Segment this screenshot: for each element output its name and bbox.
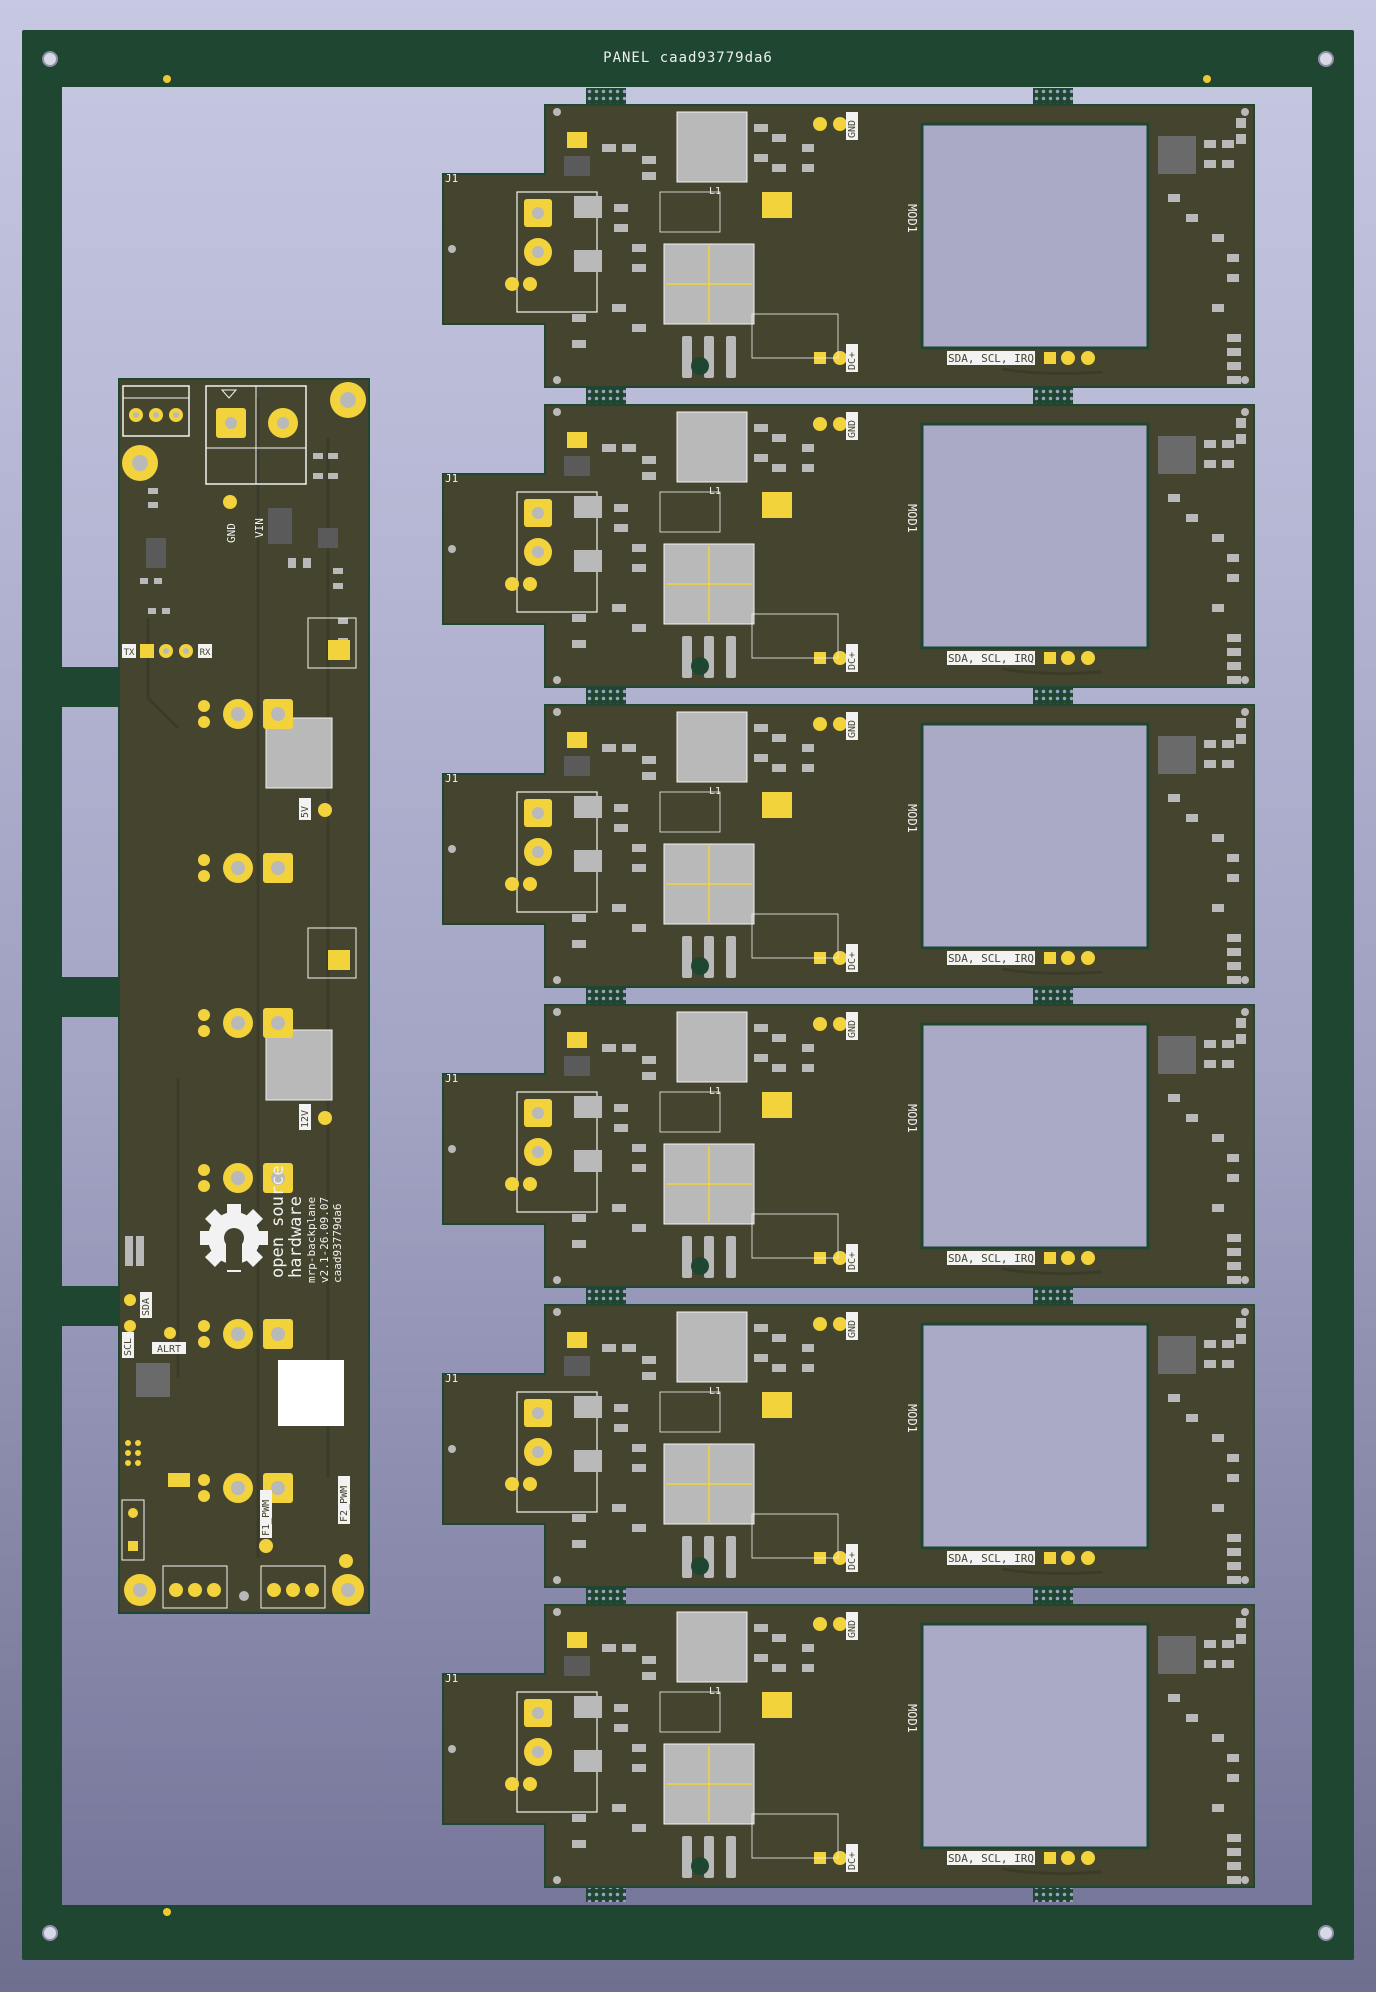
- silk-dc: DC+: [847, 1552, 858, 1570]
- silk-j1: J1: [445, 1372, 458, 1385]
- silk-j1: J1: [445, 472, 458, 485]
- silk-gnd: GND: [847, 420, 858, 438]
- silk-alrt: ALRT: [157, 1344, 181, 1355]
- mouse-bite-tab: [1033, 688, 1073, 706]
- logo-text-2: hardware: [286, 1196, 306, 1278]
- mouse-bite-tab: [586, 988, 626, 1006]
- silk-bus: SDA, SCL, IRQ: [948, 952, 1034, 965]
- backplane-board: TX RX GND VIN 5V 12V: [118, 378, 370, 1614]
- oshw-gear-icon: [200, 1204, 268, 1272]
- silk-l1: L1: [709, 486, 721, 497]
- breakaway-tab: [62, 667, 120, 707]
- silk-gnd: GND: [847, 1320, 858, 1338]
- mounting-hole: [42, 1925, 58, 1941]
- mouse-bite-tab: [586, 88, 626, 106]
- mouse-bite-tab: [1033, 88, 1073, 106]
- breakaway-tab: [62, 1286, 120, 1326]
- silk-vin: VIN: [253, 518, 266, 538]
- silk-scl: SCL: [123, 1338, 134, 1356]
- silk-f1-pwm: F1_PWM: [261, 1500, 272, 1536]
- mounting-hole: [1318, 1925, 1334, 1941]
- silk-mod1: MOD1: [905, 1404, 919, 1433]
- silk-f2-pwm: F2_PWM: [339, 1486, 350, 1522]
- silk-l1: L1: [709, 1386, 721, 1397]
- silk-gnd: GND: [225, 523, 238, 543]
- silk-gnd: GND: [847, 120, 858, 138]
- silk-mod1: MOD1: [905, 1104, 919, 1133]
- board-hash: caad93779da6: [331, 1204, 344, 1283]
- panel-label: PANEL caad93779da6: [603, 50, 773, 66]
- silk-sda: SDA: [141, 1298, 152, 1316]
- module-board: J1 L1: [442, 1304, 1255, 1588]
- module-board: J1 L1: [442, 104, 1255, 388]
- board-name: mrp-backplane: [305, 1197, 318, 1283]
- breakaway-tab: [62, 977, 120, 1017]
- silk-dc: DC+: [847, 1852, 858, 1870]
- silk-mod1: MOD1: [905, 504, 919, 533]
- silk-bus: SDA, SCL, IRQ: [948, 352, 1034, 365]
- mouse-bite-tab: [586, 1884, 626, 1902]
- silk-dc: DC+: [847, 652, 858, 670]
- fiducial: [163, 75, 171, 83]
- silk-j1: J1: [445, 1672, 458, 1685]
- mouse-bite-tab: [586, 1588, 626, 1606]
- module-board: J1 L1: [442, 1004, 1255, 1288]
- silk-l1: L1: [709, 186, 721, 197]
- module-board: J1 L1: [442, 404, 1255, 688]
- silk-dc: DC+: [847, 952, 858, 970]
- silk-5v: 5V: [300, 806, 311, 818]
- silk-j1: J1: [445, 1072, 458, 1085]
- silk-mod1: MOD1: [905, 804, 919, 833]
- mouse-bite-tab: [1033, 1588, 1073, 1606]
- mounting-hole: [42, 51, 58, 67]
- silk-gnd: GND: [847, 1020, 858, 1038]
- module-board: J1 L1: [442, 704, 1255, 988]
- mouse-bite-tab: [1033, 988, 1073, 1006]
- silk-l1: L1: [709, 1086, 721, 1097]
- silk-j1: J1: [445, 172, 458, 185]
- silk-12v: 12V: [300, 1110, 311, 1128]
- silk-gnd: GND: [847, 720, 858, 738]
- silk-bus: SDA, SCL, IRQ: [948, 1252, 1034, 1265]
- silk-tx: TX: [124, 648, 135, 658]
- mouse-bite-tab: [1033, 388, 1073, 406]
- fiducial: [163, 1908, 171, 1916]
- module-board: J1 L1: [442, 1604, 1255, 1888]
- mouse-bite-tab: [586, 1288, 626, 1306]
- mouse-bite-tab: [586, 388, 626, 406]
- silk-gnd: GND: [847, 1620, 858, 1638]
- silk-mod1: MOD1: [905, 1704, 919, 1733]
- board-version: v2.1-26.09.07: [318, 1197, 331, 1283]
- mouse-bite-tab: [1033, 1288, 1073, 1306]
- silk-l1: L1: [709, 1686, 721, 1697]
- silk-mod1: MOD1: [905, 204, 919, 233]
- silk-bus: SDA, SCL, IRQ: [948, 1552, 1034, 1565]
- silk-l1: L1: [709, 786, 721, 797]
- silk-dc: DC+: [847, 1252, 858, 1270]
- slot-connectors: [198, 699, 293, 1503]
- fiducial: [1203, 75, 1211, 83]
- mouse-bite-tab: [1033, 1884, 1073, 1902]
- silk-bus: SDA, SCL, IRQ: [948, 1852, 1034, 1865]
- mounting-hole: [1318, 51, 1334, 67]
- silk-j1: J1: [445, 772, 458, 785]
- silk-dc: DC+: [847, 352, 858, 370]
- mouse-bite-tab: [586, 688, 626, 706]
- logo-text-1: open source: [268, 1165, 288, 1278]
- silk-rx: RX: [200, 648, 211, 658]
- silk-bus: SDA, SCL, IRQ: [948, 652, 1034, 665]
